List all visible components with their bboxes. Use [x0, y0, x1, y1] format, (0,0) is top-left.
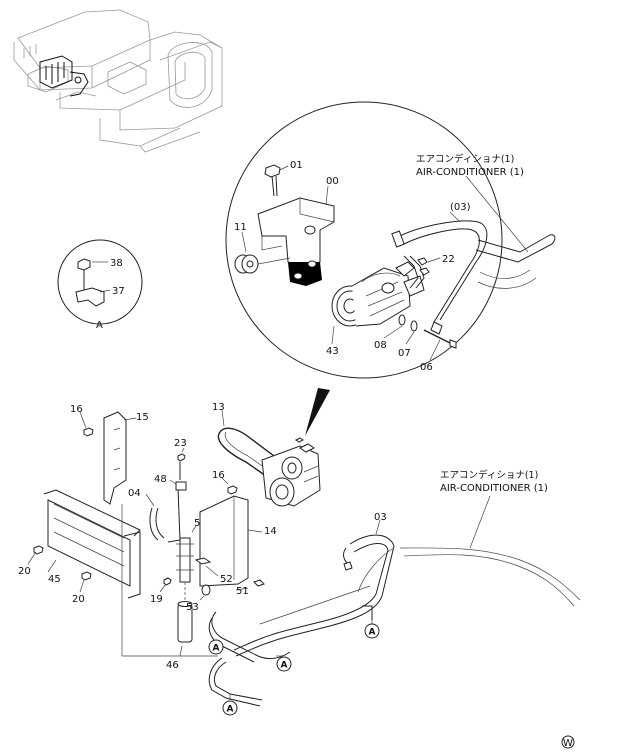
clamp-52 — [194, 557, 219, 577]
bolt-19 — [159, 577, 172, 593]
callout-bottom-jp: エアコンディショナ(1) — [440, 469, 538, 481]
bracket-14 — [199, 495, 263, 587]
engine-compressor — [261, 437, 321, 507]
idler-pulley-11 — [234, 231, 291, 274]
label-20a: 20 — [18, 566, 31, 577]
clamp-53 — [199, 584, 211, 601]
bracket-15 — [103, 411, 137, 505]
label-04: 04 — [128, 488, 141, 499]
label-52: 52 — [220, 574, 233, 585]
label-53: 53 — [186, 602, 199, 613]
label-08: 08 — [374, 340, 387, 351]
label-22: 22 — [442, 254, 455, 265]
label-48: 48 — [154, 474, 167, 485]
svg-text:A: A — [369, 628, 376, 638]
corner-mark: W — [561, 735, 575, 749]
label-23: 23 — [174, 438, 187, 449]
label-03: 03 — [374, 512, 387, 523]
callout-top-jp: エアコンディショナ(1) — [416, 153, 514, 165]
detail-a-parts — [75, 258, 111, 307]
ref-a-2: A — [208, 639, 224, 655]
detail-a-circle — [57, 239, 143, 325]
label-16a: 16 — [70, 404, 83, 415]
compressor-43 — [331, 261, 425, 345]
ref-a-4: A — [222, 694, 238, 716]
hose-03 — [233, 519, 395, 657]
callout-top-en: AIR-CONDITIONER (1) — [416, 167, 524, 178]
fitting-22 — [417, 257, 441, 276]
bolt-16a — [79, 411, 94, 437]
bolt-06 — [423, 329, 457, 361]
svg-text:W: W — [563, 738, 573, 749]
receiver-54 — [176, 525, 197, 583]
label-20b: 20 — [72, 594, 85, 605]
label-19: 19 — [150, 594, 163, 605]
ac-line-top — [465, 175, 556, 289]
detail-a-label: A — [96, 320, 103, 331]
callout-bottom-en: AIR-CONDITIONER (1) — [440, 483, 548, 494]
bolt-16b — [221, 477, 238, 495]
overview-highlight — [39, 55, 89, 97]
label-15: 15 — [136, 412, 149, 423]
label-11: 11 — [234, 222, 247, 233]
washer-08 — [383, 314, 406, 339]
label-14: 14 — [264, 526, 277, 537]
hose-04 — [145, 487, 181, 543]
ref-a-3: A — [276, 655, 292, 672]
svg-text:A: A — [213, 644, 220, 654]
detail-pointer — [305, 388, 330, 436]
label-43: 43 — [326, 346, 339, 357]
label-03-paren: (03) — [450, 202, 471, 213]
svg-text:A: A — [281, 661, 288, 671]
label-38: 38 — [110, 258, 123, 269]
svg-text:A: A — [227, 705, 234, 715]
ac-line-bottom — [259, 495, 581, 625]
label-37: 37 — [112, 286, 125, 297]
label-00: 00 — [326, 176, 339, 187]
label-51: 51 — [236, 586, 249, 597]
condenser-45 — [43, 489, 141, 599]
fitting-48 — [169, 479, 187, 491]
fitting-51 — [235, 579, 265, 591]
drier-46 — [177, 582, 193, 657]
bracket-00 — [257, 185, 335, 286]
ref-a-1: A — [364, 620, 380, 639]
detail-circle — [225, 101, 503, 379]
bolt-01 — [264, 164, 289, 197]
washer-07 — [405, 320, 418, 345]
dashed-leaders — [121, 504, 218, 657]
bolt-20a — [27, 545, 44, 565]
bolt-20b — [79, 571, 92, 593]
machine-overview — [13, 9, 223, 153]
label-06: 06 — [420, 362, 433, 373]
label-01: 01 — [290, 160, 303, 171]
label-46: 46 — [166, 660, 179, 671]
label-13: 13 — [212, 402, 225, 413]
label-45: 45 — [48, 574, 61, 585]
label-16b: 16 — [212, 470, 225, 481]
label-07: 07 — [398, 348, 411, 359]
fitting-23 — [177, 447, 186, 480]
